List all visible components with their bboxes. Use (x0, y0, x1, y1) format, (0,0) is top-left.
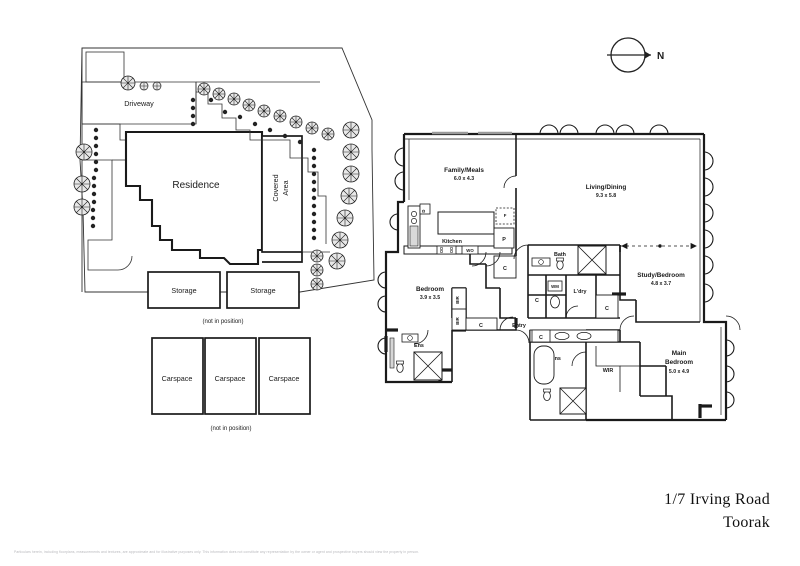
carspace-boxes: Carspace Carspace Carspace (not in posit… (151, 337, 311, 432)
tree-symbols (73, 75, 360, 291)
storage-label-1: Storage (171, 286, 196, 295)
carspace-note: (not in position) (210, 426, 251, 432)
room-label-study-bedroom: Study/Bedroom (637, 272, 685, 279)
cupboard-label-ens: C (539, 335, 543, 341)
kitchen-label-dw: D (421, 209, 426, 212)
kitchen-fixtures: WO D F P C (403, 175, 517, 279)
disclaimer-text: Particulars herein, including floorplans… (14, 550, 420, 554)
laundry-label-wm: WM (551, 284, 559, 289)
room-label-living-dining: Living/Dining (586, 184, 627, 191)
site-label-covered-area-line2: Area (281, 180, 290, 195)
kitchen-label-fridge: F (504, 213, 507, 218)
carspace-label-1: Carspace (162, 374, 193, 383)
site-plan: Driveway Residence Covered Area (73, 47, 375, 432)
room-dim-main-bedroom: 5.0 x 4.9 (669, 369, 689, 375)
carspace-label-2: Carspace (215, 374, 246, 383)
window-reveals (377, 124, 735, 409)
room-label-family-meals: Family/Meals (444, 167, 484, 174)
room-label-ens-main: Ens (551, 356, 561, 362)
kitchen-label-wall-oven: WO (466, 248, 474, 253)
property-suburb: Toorak (723, 513, 770, 531)
site-label-covered-area-line1: Covered (271, 174, 280, 201)
bedroom-ensuite-fixtures: BIR BIR C (389, 287, 530, 381)
bir-label-2: BIR (455, 316, 460, 324)
title-block: 1/7 Irving Road Toorak (664, 488, 770, 534)
room-dim-bedroom: 3.9 x 3.5 (420, 295, 440, 301)
site-label-residence: Residence (172, 180, 220, 191)
kitchen-label-pantry: P (502, 237, 506, 243)
bathroom-fixtures: WM C C (513, 244, 619, 319)
cupboard-label-hall: C (605, 306, 609, 312)
storage-boxes: Storage Storage (not in position) (147, 271, 300, 325)
storage-label-2: Storage (250, 286, 275, 295)
bir-label-1: BIR (455, 295, 460, 303)
main-ensuite-fixtures: C (529, 315, 741, 415)
carspace-label-3: Carspace (269, 374, 300, 383)
cupboard-label-kitchen: C (503, 266, 507, 272)
room-label-main-bedroom-l1: Main (672, 350, 687, 357)
room-dim-living-dining: 9.3 x 5.8 (596, 193, 616, 199)
room-label-bath: Bath (554, 252, 566, 258)
room-dim-family-meals: 6.0 x 4.3 (454, 176, 474, 182)
cupboard-label-ldry: C (535, 298, 539, 304)
room-label-ens-bed: Ens (414, 343, 424, 349)
sliding-door-track (620, 242, 698, 250)
room-label-laundry: L'dry (574, 289, 587, 295)
wir-shelving (595, 346, 640, 392)
room-label-kitchen: Kitchen (442, 239, 462, 245)
shrub-symbols (90, 97, 317, 241)
room-label-bedroom: Bedroom (416, 286, 444, 293)
storage-note: (not in position) (202, 319, 243, 325)
room-dim-study-bedroom: 4.8 x 3.7 (651, 281, 671, 287)
property-address-line1: 1/7 Irving Road (664, 490, 770, 508)
apartment-floor-plan: Family/Meals 6.0 x 4.3 Living/Dining 9.3… (377, 124, 741, 422)
site-label-driveway: Driveway (124, 99, 154, 108)
room-label-entry: Entry (512, 323, 526, 329)
north-label: N (657, 51, 664, 62)
cupboard-label-entry: C (479, 323, 483, 329)
room-label-main-bedroom-l2: Bedroom (665, 359, 693, 366)
north-compass-icon: N (607, 37, 664, 73)
room-label-wir: WIR (603, 368, 614, 374)
